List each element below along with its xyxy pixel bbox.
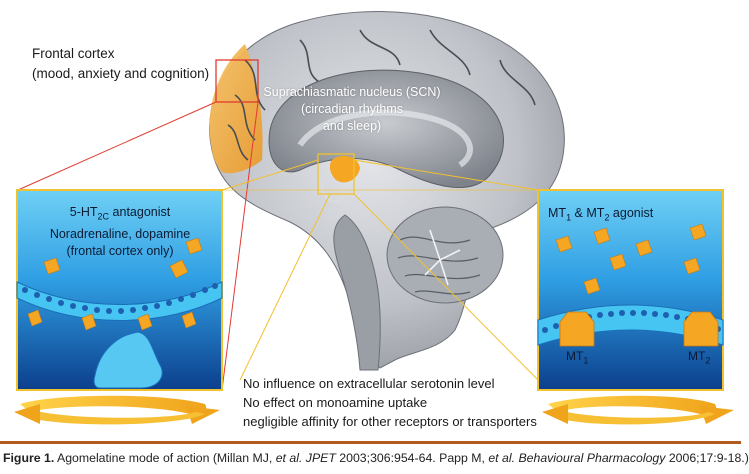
scn-label-line3: and sleep)	[322, 119, 382, 133]
right-cycle-arrow	[542, 395, 734, 425]
left-molecules	[27, 237, 203, 331]
mt2-receptor-shape	[683, 311, 719, 347]
figure-caption: Figure 1. Agomelatine mode of action (Mi…	[3, 451, 749, 465]
right-receptor-panel	[537, 189, 724, 391]
right-molecules	[555, 223, 707, 295]
mt2-receptor-label: MT2	[688, 349, 711, 366]
left-receptor-shape	[93, 331, 163, 389]
scn-region	[329, 155, 360, 183]
effect-serotonin: No influence on extracellular serotonin …	[243, 376, 495, 391]
scn-label: Suprachiasmatic nucleus (SCN) (circadian…	[262, 84, 442, 135]
connector-red-2	[221, 101, 259, 391]
connector-yellow-3	[353, 159, 539, 191]
left-panel-text: 5-HT2C antagonist Noradrenaline, dopamin…	[16, 204, 224, 260]
effect-monoamine: No effect on monoamine uptake	[243, 395, 428, 410]
brainstem	[333, 214, 381, 371]
noradrenaline-label: Noradrenaline, dopamine	[49, 226, 191, 241]
antagonist-label: 5-HT2C antagonist	[69, 205, 171, 222]
corpus-callosum	[268, 69, 504, 188]
left-cycle-arrow	[14, 395, 220, 425]
frontal-highlight-box	[215, 59, 259, 103]
frontal-cortex-label: Frontal cortex	[32, 46, 115, 61]
brain-gyri	[227, 29, 536, 161]
scn-highlight-box	[317, 153, 355, 195]
connector-red-1	[17, 101, 217, 191]
frontal-cortex-description: (mood, anxiety and cognition)	[32, 66, 210, 81]
connector-yellow-4	[353, 193, 539, 381]
mt1-receptor-label: MT1	[566, 349, 589, 366]
cerebellum	[386, 206, 504, 304]
effect-affinity: negligible affinity for other receptors …	[243, 414, 537, 429]
connector-yellow-1	[221, 159, 319, 191]
brain-illustration	[209, 11, 565, 371]
left-receptor-panel	[16, 189, 223, 391]
effects-list: No influence on extracellular serotonin …	[243, 374, 573, 431]
connector-yellow-2	[239, 193, 331, 381]
scn-label-line2: (circadian rhythms	[300, 102, 404, 116]
caption-label: Figure 1.	[3, 451, 55, 465]
mt1-receptor-shape	[559, 311, 595, 347]
agonist-label: MT1 & MT2 agonist	[548, 206, 654, 223]
scn-label-line1: Suprachiasmatic nucleus (SCN)	[263, 85, 441, 99]
frontal-only-label: (frontal cortex only)	[66, 243, 174, 258]
left-membrane-beads	[22, 283, 218, 314]
caption-divider	[0, 441, 741, 444]
frontal-cortex-region	[209, 44, 263, 174]
